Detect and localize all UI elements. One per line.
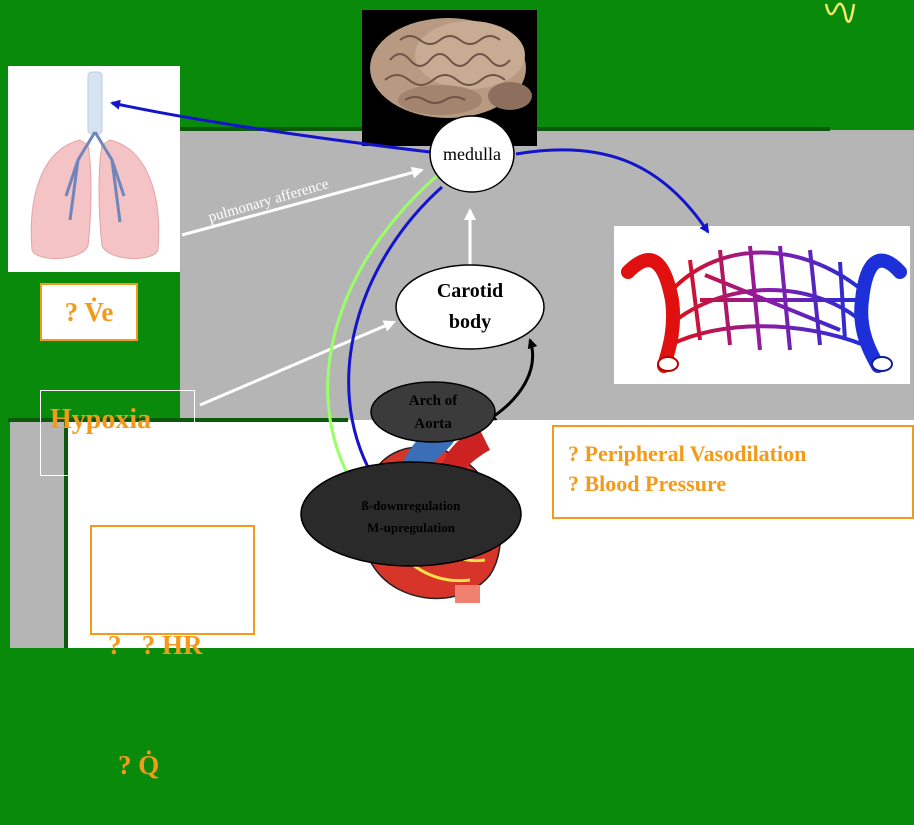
carotid-body-node (396, 265, 544, 349)
arch-label-line2: Aorta (414, 416, 452, 432)
ve-box: ? V̇e (40, 283, 138, 341)
blood-pressure-label: ? Blood Pressure (568, 469, 912, 499)
hr-box: ? ? HR ? Q̇ (90, 525, 255, 635)
hypoxia-label: Hypoxia (50, 404, 151, 436)
cardiac-output-label: ? Q̇ (108, 745, 253, 785)
carotid-label-line2: body (449, 311, 491, 333)
arch-of-aorta-node (371, 382, 495, 442)
lungs-image (8, 66, 180, 272)
arch-label-line1: Arch of (409, 393, 458, 409)
beta-label-line1: ß-downregulation (362, 498, 461, 513)
medulla-label: medulla (443, 144, 501, 164)
peripheral-vasodilation-label: ? Peripheral Vasodilation (568, 439, 912, 469)
diagram-canvas: medulla Carotid body Arch of Aorta ß-dow… (0, 0, 914, 648)
hr-label: ? ? HR (108, 625, 253, 665)
ve-label: ? V̇e (65, 297, 114, 328)
squiggle-decoration (826, 4, 854, 22)
carotid-label-line1: Carotid (437, 280, 503, 302)
beta-regulation-node (301, 462, 521, 566)
peripheral-box: ? Peripheral Vasodilation ? Blood Pressu… (552, 425, 914, 519)
beta-label-line2: M-upregulation (367, 520, 456, 535)
capillary-network-image (614, 226, 910, 384)
